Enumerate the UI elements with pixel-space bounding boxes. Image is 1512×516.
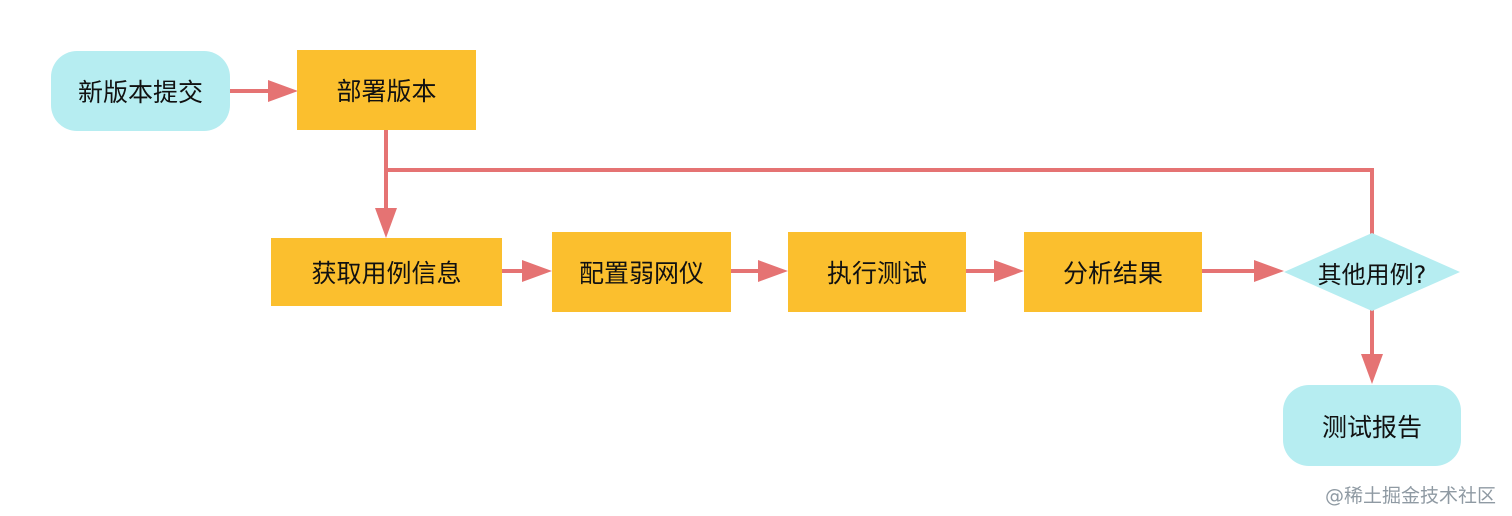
edge-other-cases-to-deploy bbox=[386, 168, 1374, 235]
edge-deploy-to-fetch-cases bbox=[375, 130, 397, 238]
node-deploy-version: 部署版本 bbox=[297, 50, 476, 130]
watermark-text: @稀土掘金技术社区 bbox=[1324, 485, 1496, 507]
node-run-test: 执行测试 bbox=[788, 232, 966, 312]
node-new-version-submit: 新版本提交 bbox=[51, 51, 230, 131]
edge-line bbox=[386, 168, 1374, 235]
edge-other-cases-to-report bbox=[1361, 309, 1383, 384]
edge-config-to-run-test bbox=[731, 260, 788, 282]
arrowhead bbox=[758, 260, 788, 282]
edge-analyze-to-other-cases bbox=[1202, 260, 1284, 282]
node-fetch-test-case-info: 获取用例信息 bbox=[271, 238, 502, 306]
edge-fetch-cases-to-config bbox=[502, 260, 552, 282]
node-analyze-results: 分析结果 bbox=[1024, 232, 1202, 312]
node-other-cases-label: 其他用例? bbox=[1317, 260, 1427, 289]
edge-run-test-to-analyze bbox=[966, 260, 1024, 282]
arrowhead bbox=[522, 260, 552, 282]
arrowhead bbox=[375, 208, 397, 238]
edge-submit-to-deploy bbox=[230, 80, 298, 102]
arrowhead bbox=[268, 80, 298, 102]
arrowhead bbox=[994, 260, 1024, 282]
node-test-report: 测试报告 bbox=[1283, 385, 1461, 466]
decision-diamond-other-cases bbox=[1284, 233, 1460, 311]
node-configure-network-emulator: 配置弱网仪 bbox=[552, 232, 731, 312]
arrowhead bbox=[1254, 260, 1284, 282]
arrowhead bbox=[1361, 354, 1383, 384]
